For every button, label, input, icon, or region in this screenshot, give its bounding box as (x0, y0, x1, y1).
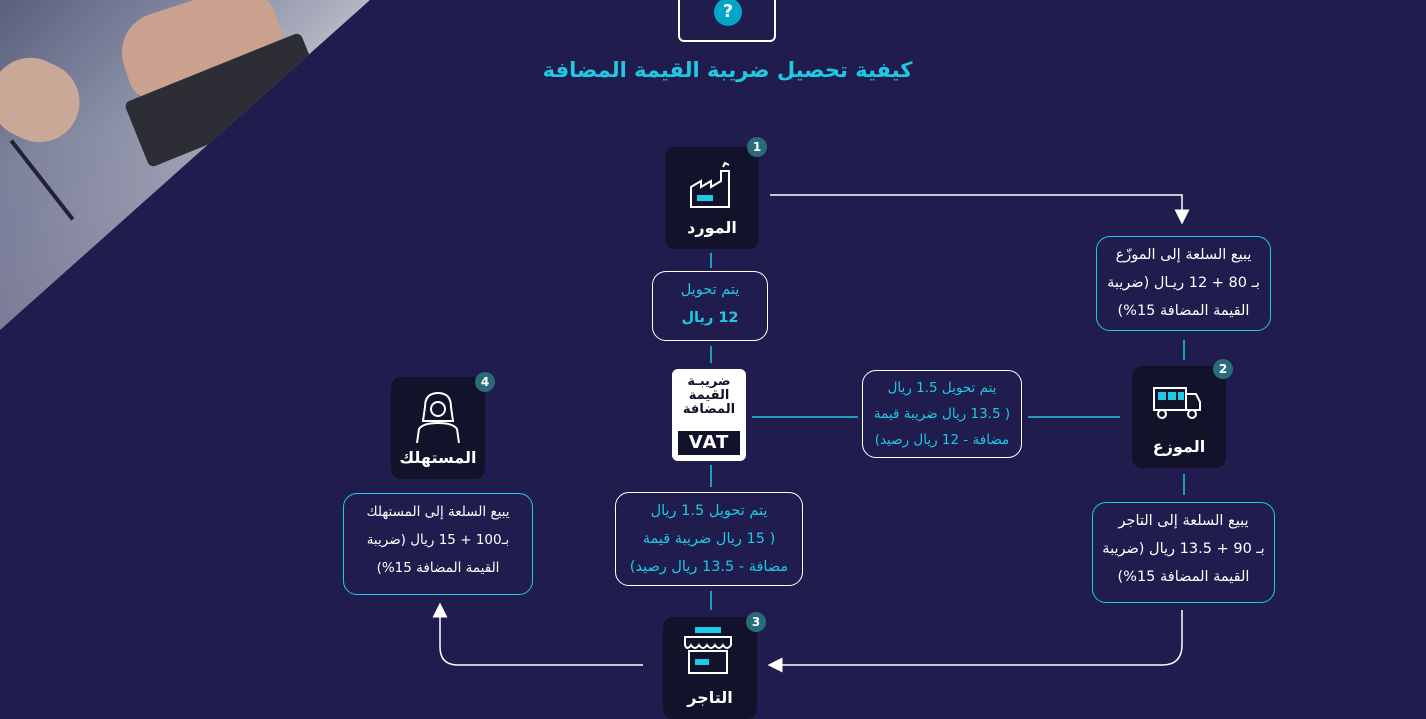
consumer-label: المستهلك (399, 448, 477, 467)
supplier-transfer-line-2: 12 ريال (681, 310, 739, 326)
supplier-sale-line-3: القيمة المضافة 15%) (1117, 303, 1250, 319)
distributor-node: الموزع (1132, 366, 1226, 468)
supplier-sale-line-1: يبيع السلعة إلى الموزّع (1115, 247, 1252, 263)
retailer-label: التاجر (687, 688, 733, 707)
truck-icon (1153, 387, 1201, 419)
supplier-badge: 1 (747, 137, 767, 157)
distributor-transfer-line-2: ( 13.5 ريال ضريبة قيمة (873, 406, 1011, 422)
distributor-transfer-line-3: مضافة - 12 ريال رصيد) (874, 432, 1010, 448)
consumer-badge: 4 (475, 372, 495, 392)
distributor-sale-line-2: بـ 90 + 13.5 ريال (ضريبة (1102, 541, 1265, 557)
distributor-sale-line-1: يبيع السلعة إلى التاجر (1118, 513, 1249, 529)
person-icon (416, 391, 460, 443)
distributor-sale-line-3: القيمة المضافة 15%) (1117, 569, 1250, 585)
page-title: كيفية تحصيل ضريبة القيمة المضافة (542, 58, 913, 82)
vat-line-3: المضافة (682, 402, 736, 417)
consumer-node: المستهلك (391, 377, 485, 479)
question-money-icon: ? (678, 0, 776, 42)
vat-logo: ضريبـة القيمة المضافة VAT (672, 369, 746, 461)
supplier-sale-box: يبيع السلعة إلى الموزّع بـ 80 + 12 ريـال… (1096, 236, 1271, 331)
supplier-label: المورد (687, 218, 737, 237)
distributor-transfer-line-1: يتم تحويل 1.5 ريال (887, 380, 997, 396)
distributor-label: الموزع (1152, 437, 1206, 456)
retailer-badge: 3 (746, 612, 766, 632)
factory-icon (690, 161, 730, 208)
supplier-transfer-line-1: يتم تحويل (680, 282, 740, 298)
shop-icon (684, 627, 732, 674)
vat-line-2: القيمة (688, 388, 730, 403)
distributor-badge: 2 (1213, 359, 1233, 379)
supplier-sale-line-2: بـ 80 + 12 ريـال (ضريبة (1107, 275, 1260, 291)
supplier-transfer-box: يتم تحويل 12 ريال (652, 271, 768, 341)
retailer-node: التاجر (663, 617, 757, 719)
retailer-transfer-box: يتم تحويل 1.5 ريال ( 15 ريال ضريبة قيمة … (615, 492, 803, 586)
retailer-transfer-line-1: يتم تحويل 1.5 ريال (650, 503, 768, 519)
retailer-transfer-line-2: ( 15 ريال ضريبة قيمة (642, 531, 776, 547)
retailer-sale-line-1: يبيع السلعة إلى المستهلك (366, 504, 510, 520)
supplier-node: المورد (665, 147, 759, 249)
retailer-sale-box: يبيع السلعة إلى المستهلك بـ100 + 15 ريال… (343, 493, 533, 595)
distributor-sale-box: يبيع السلعة إلى التاجر بـ 90 + 13.5 ريال… (1092, 502, 1275, 603)
retailer-sale-line-3: القيمة المضافة 15%) (376, 560, 500, 576)
distributor-transfer-box: يتم تحويل 1.5 ريال ( 13.5 ريال ضريبة قيم… (862, 370, 1022, 458)
retailer-transfer-line-3: مضافة - 13.5 ريال رصيد) (629, 559, 789, 575)
vat-line-1: ضريبـة (687, 374, 731, 389)
vat-line-4: VAT (678, 431, 740, 455)
retailer-sale-line-2: بـ100 + 15 ريال (ضريبة (366, 532, 510, 548)
